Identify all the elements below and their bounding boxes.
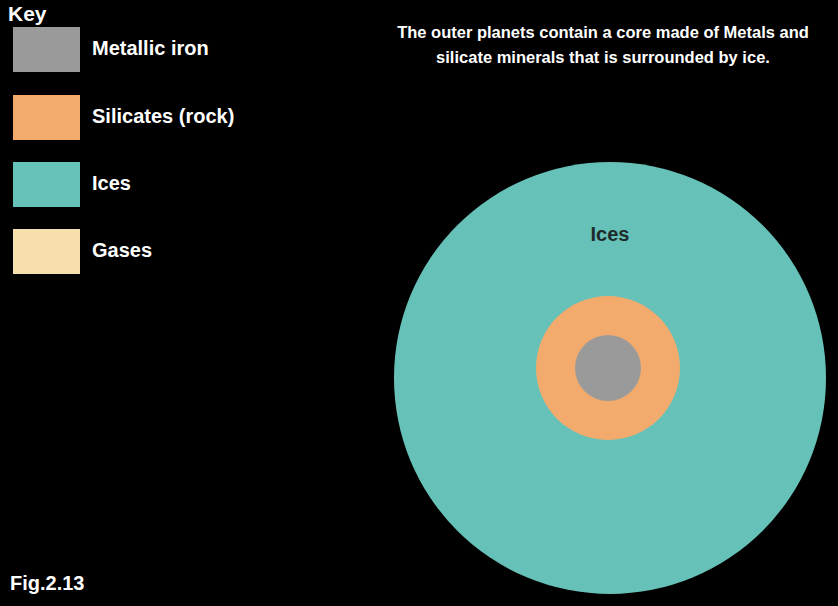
- legend-text: Silicates (rock): [92, 105, 234, 128]
- iron-core: [575, 335, 641, 401]
- legend-swatch: [13, 27, 80, 72]
- legend-text: Gases: [92, 239, 152, 262]
- legend-text: Ices: [92, 172, 131, 195]
- legend-text: Metallic iron: [92, 37, 209, 60]
- layer-label: Ices: [393, 223, 827, 246]
- silicate-layer: [536, 296, 680, 440]
- planet-ice-layer: Ices: [393, 161, 827, 595]
- legend-heading: Key: [8, 2, 128, 26]
- legend-swatch: [13, 95, 80, 140]
- figure-number: Fig.2.13: [10, 572, 150, 595]
- legend-swatch: [13, 162, 80, 207]
- ice-shell: [394, 162, 826, 594]
- legend-swatch: [13, 229, 80, 274]
- description-note: The outer planets contain a core made of…: [378, 20, 828, 70]
